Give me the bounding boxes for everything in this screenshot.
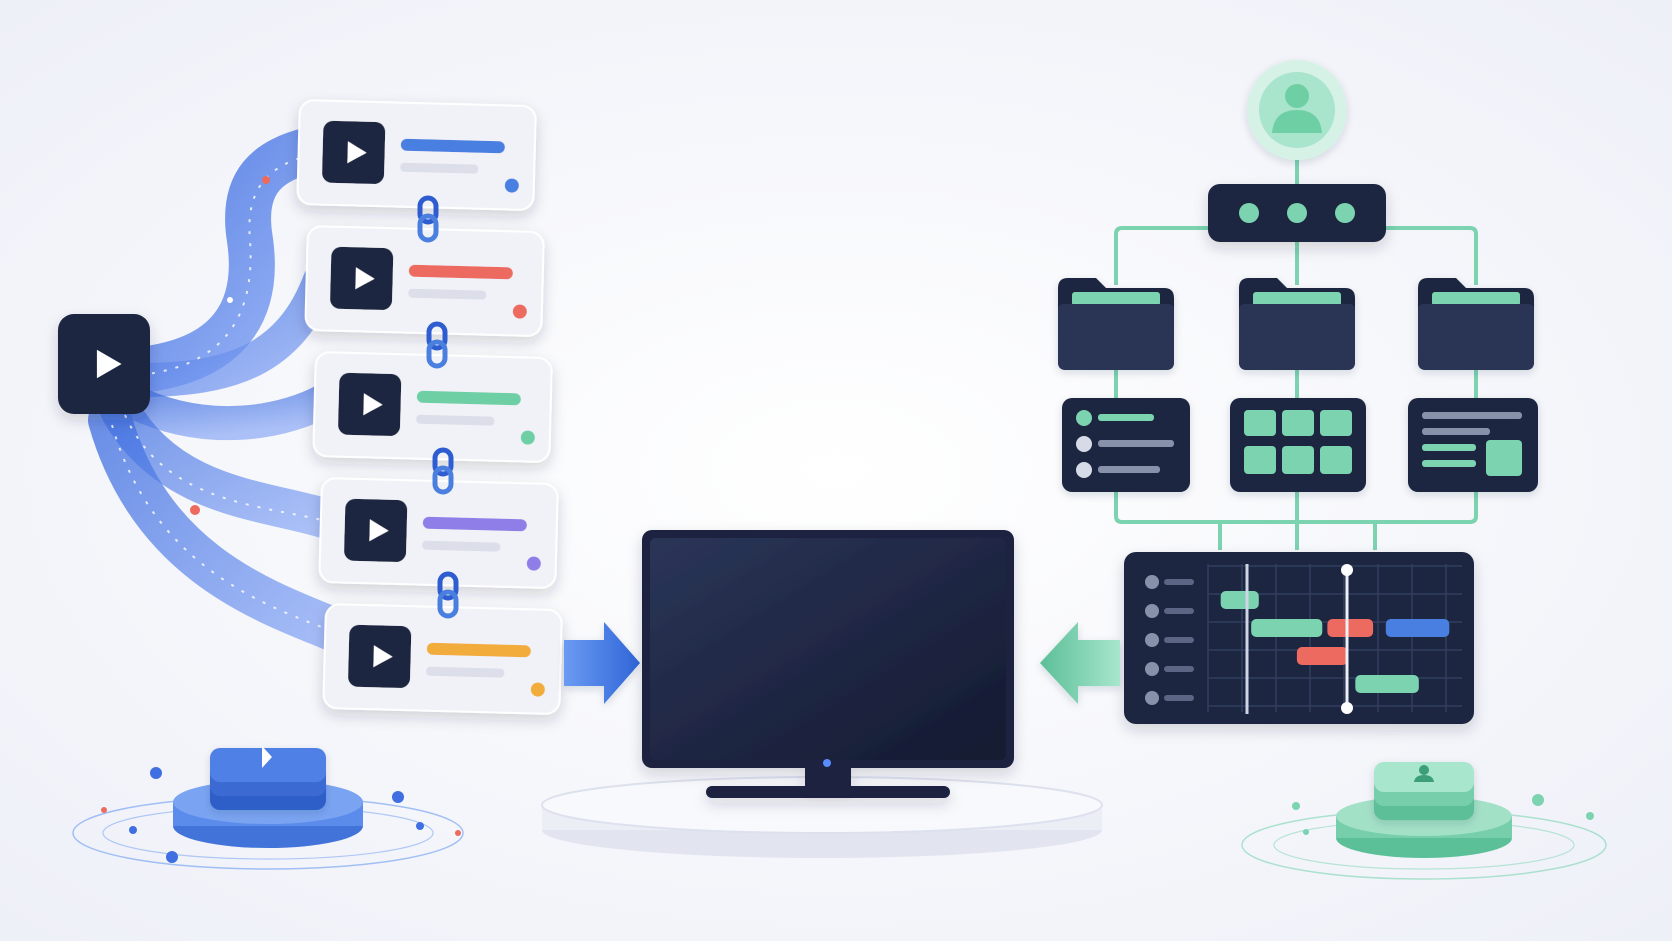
grid-panel xyxy=(1230,398,1366,492)
chain-link-icon xyxy=(432,447,454,495)
stacked-layers-icon xyxy=(210,746,326,810)
timeline-bar xyxy=(1251,619,1323,637)
subtitle-placeholder xyxy=(408,288,487,300)
folders xyxy=(1058,278,1534,370)
video-stream-ribbon xyxy=(88,127,357,652)
status-dot xyxy=(504,178,519,193)
timeline-panel xyxy=(1124,552,1474,724)
play-icon xyxy=(369,519,389,542)
list-icon xyxy=(1076,410,1174,478)
timeline-row-label xyxy=(1145,575,1194,589)
status-dot xyxy=(512,304,527,319)
right-arrow xyxy=(564,622,640,704)
user-stack-platform xyxy=(1241,762,1607,880)
timeline-row-label xyxy=(1145,604,1194,618)
power-led xyxy=(823,759,831,767)
chain-link-icon xyxy=(437,571,459,619)
subtitle-placeholder xyxy=(426,666,505,678)
play-icon xyxy=(363,393,383,416)
left-arrow xyxy=(1040,622,1120,704)
menu-node xyxy=(1208,184,1386,242)
status-dot xyxy=(520,430,535,445)
play-icon xyxy=(355,267,375,290)
play-tile xyxy=(330,246,394,310)
timeline-bar xyxy=(1296,647,1348,665)
subtitle-placeholder xyxy=(422,540,501,552)
progress-bar xyxy=(416,390,521,406)
chain-link-icon xyxy=(426,321,448,369)
monitor-pedestal xyxy=(541,776,1103,858)
play-tile xyxy=(338,372,402,436)
play-tile xyxy=(322,120,386,184)
progress-bar xyxy=(422,516,527,532)
subtitle-placeholder xyxy=(400,162,479,174)
play-tile xyxy=(344,498,408,562)
subtitle-placeholder xyxy=(416,414,495,426)
status-dot xyxy=(526,556,541,571)
playlist-card xyxy=(296,99,537,211)
monitor-screen xyxy=(650,538,1006,760)
timeline-row-label xyxy=(1145,691,1194,705)
list-panel xyxy=(1062,398,1190,492)
status-dot xyxy=(530,682,545,697)
timeline-row-label xyxy=(1145,633,1194,647)
play-tile xyxy=(348,624,412,688)
chain-link-icon xyxy=(417,195,439,243)
folder-icon xyxy=(1239,278,1355,370)
monitor-stand xyxy=(706,786,950,798)
folder-icon xyxy=(1418,278,1534,370)
source-play-tile xyxy=(58,314,150,414)
user-avatar xyxy=(1247,60,1347,160)
user-icon xyxy=(1414,765,1434,782)
timeline-bar xyxy=(1327,619,1374,637)
user-icon xyxy=(1272,84,1322,133)
playlist-cards xyxy=(296,99,563,715)
progress-bar xyxy=(408,264,513,280)
playlist-card xyxy=(318,477,559,589)
timeline-bar xyxy=(1355,675,1419,693)
grid-icon xyxy=(1244,410,1352,474)
playlist-card xyxy=(322,603,563,715)
text-layout-panel xyxy=(1408,398,1538,492)
play-icon xyxy=(347,141,367,164)
monitor xyxy=(642,530,1014,798)
playlist-card xyxy=(304,225,545,337)
timeline-bar xyxy=(1385,619,1450,637)
chain-links xyxy=(417,195,459,619)
folder-icon xyxy=(1058,278,1174,370)
play-icon xyxy=(373,645,393,668)
text-layout-icon xyxy=(1422,412,1522,476)
progress-bar xyxy=(400,138,505,154)
timeline-row-label xyxy=(1145,662,1194,676)
progress-bar xyxy=(426,642,531,658)
video-stack-platform xyxy=(72,746,464,870)
playlist-card xyxy=(312,351,553,463)
timeline-bar xyxy=(1220,591,1259,609)
stacked-layers-icon xyxy=(1374,762,1474,820)
